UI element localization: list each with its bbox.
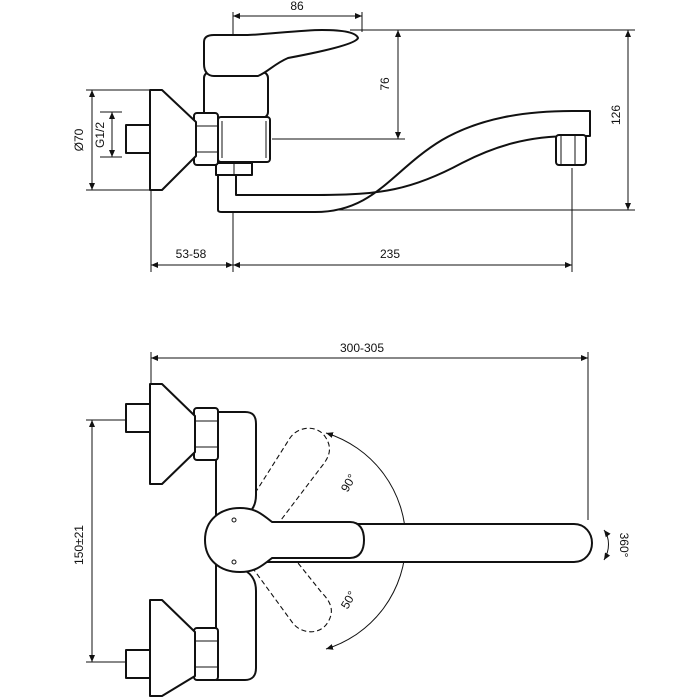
inlet-pipe-side xyxy=(125,124,151,154)
union-nut-upper xyxy=(193,407,219,461)
dim-spout-reach: 235 xyxy=(380,247,400,261)
inlet-pipe-lower xyxy=(125,649,151,679)
dim-center-distance: 150±21 xyxy=(72,525,86,565)
union-nut-lower xyxy=(193,627,219,681)
body-side xyxy=(203,71,269,119)
inlet-pipe-upper xyxy=(125,403,151,433)
dim-total-height: 126 xyxy=(609,105,623,125)
angle-down-label: 50° xyxy=(338,588,359,611)
union-nut-side xyxy=(193,112,219,166)
dim-wall-offset: 53-58 xyxy=(176,247,207,261)
flange-lower xyxy=(149,599,196,697)
screw-lower xyxy=(231,559,237,565)
angle-up-label: 90° xyxy=(338,471,359,494)
dim-total-width: 300-305 xyxy=(340,341,384,355)
handle-side xyxy=(203,29,359,77)
screw-upper xyxy=(231,517,237,523)
dim-top-width: 86 xyxy=(290,0,304,13)
handle-outline-50 xyxy=(237,517,332,633)
rotation-arc xyxy=(603,529,611,561)
dim-flange-diameter: Ø70 xyxy=(72,128,86,151)
spout-side xyxy=(217,110,591,213)
flange-side xyxy=(149,89,197,191)
handle-top xyxy=(204,507,365,573)
dim-thread: G1/2 xyxy=(93,122,107,148)
aerator xyxy=(555,134,587,166)
dim-handle-height: 76 xyxy=(378,77,392,91)
top-view: 300-305 150±21 90° 50° 360° xyxy=(72,341,631,697)
rotation-label: 360° xyxy=(617,533,631,558)
side-view: 86 76 126 Ø70 G1/2 53-58 235 xyxy=(72,0,635,272)
valve-block xyxy=(217,116,271,163)
flange-upper xyxy=(149,383,196,485)
